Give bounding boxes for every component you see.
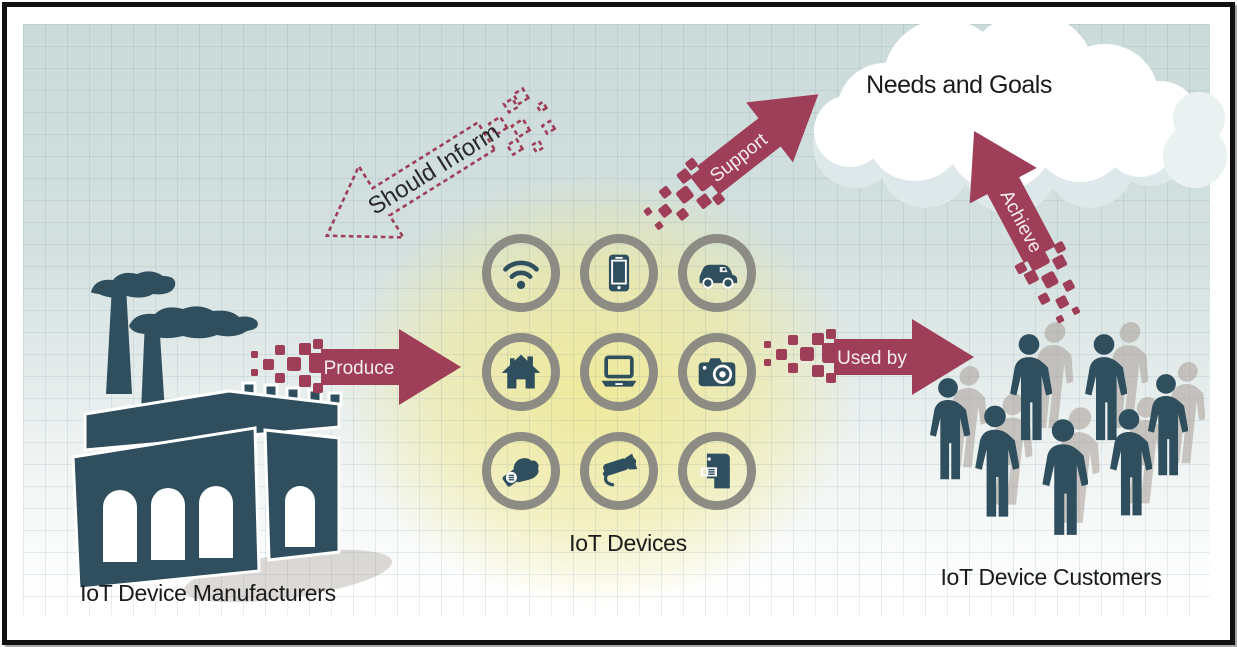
used-by-arrow-label: Used by [837, 348, 907, 369]
grid-background: Needs and Goals [23, 12, 1227, 616]
device-coffee-maker [678, 432, 756, 510]
achieve-arrow-shape: Achieve [969, 130, 1081, 324]
device-camera [678, 333, 756, 411]
support-arrow-shape: Support [643, 94, 819, 230]
device-laptop [580, 333, 658, 411]
devices-label: IoT Devices [569, 530, 687, 556]
smartphone-icon [608, 254, 630, 292]
car-icon [699, 264, 738, 289]
produce-arrow: Produce [251, 329, 461, 405]
customers-label: IoT Device Customers [940, 564, 1162, 590]
needs-goals-label: Needs and Goals [866, 71, 1052, 99]
device-smart-home [482, 333, 560, 411]
support-arrow: Support [589, 11, 887, 302]
laptop-icon [601, 355, 637, 387]
manufacturers-label: IoT Device Manufacturers [80, 580, 336, 606]
wifi-icon [503, 260, 539, 290]
produce-arrow-label: Produce [324, 358, 395, 379]
used-by-arrow: Used by [764, 319, 974, 395]
device-security-camera [580, 432, 658, 510]
device-wifi [482, 234, 560, 312]
achieve-arrow: Achieve [884, 75, 1160, 367]
device-connected-car [678, 234, 756, 312]
should-inform-label: Should Inform [363, 118, 504, 220]
security-camera-icon [602, 453, 638, 487]
smartwatch-icon [502, 458, 539, 487]
iot-devices-grid [482, 234, 756, 510]
smart-home-icon [501, 354, 541, 389]
device-smartwatch [482, 432, 560, 510]
factory-illustration [71, 271, 393, 603]
device-smartphone [580, 234, 658, 312]
camera-icon [698, 358, 736, 387]
coffee-maker-icon [700, 453, 730, 489]
